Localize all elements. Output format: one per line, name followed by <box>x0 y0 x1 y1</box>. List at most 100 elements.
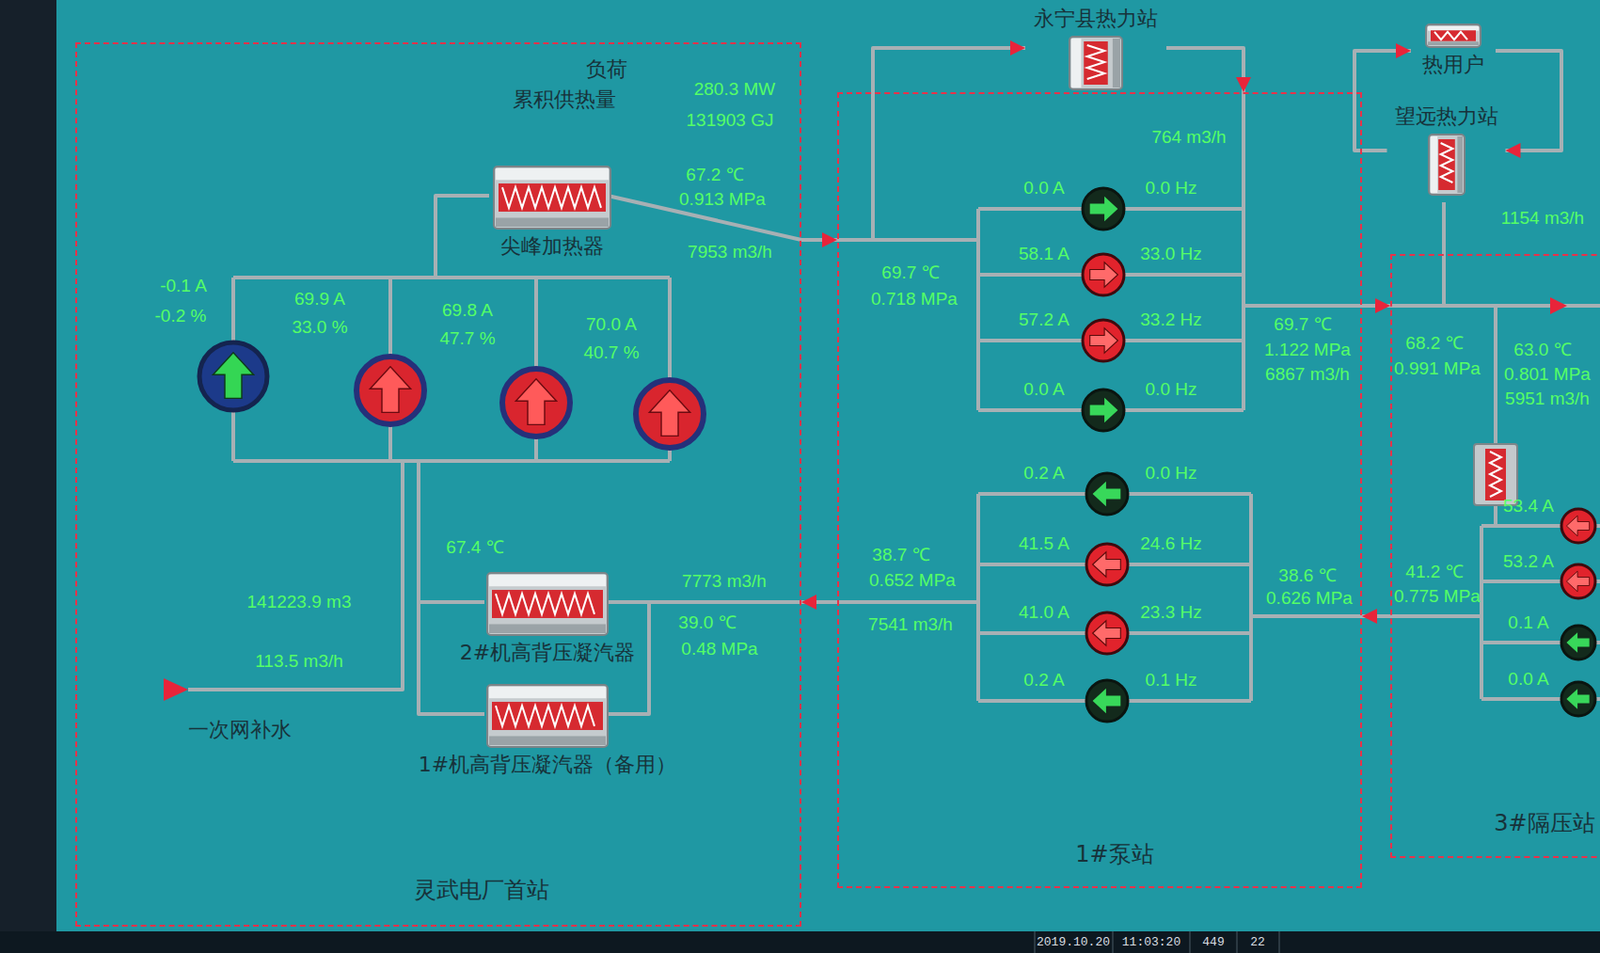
pump-symbol <box>1086 543 1128 586</box>
pump-symbol <box>1082 319 1125 362</box>
exchanger-core <box>1438 139 1456 191</box>
reading-value: 0.626 MPa <box>1266 587 1353 609</box>
reading-value: 70.0 A <box>586 314 637 335</box>
reading-value: 53.4 A <box>1503 495 1554 517</box>
pump-symbol <box>1561 625 1596 660</box>
flow-arrow <box>1550 297 1568 315</box>
exchanger-core <box>1083 41 1109 85</box>
pipe-connector <box>801 237 838 242</box>
status-bar-dividers <box>1034 931 1280 953</box>
reading-value: 24.6 Hz <box>1140 533 1202 555</box>
reading-value: 0.0 Hz <box>1145 177 1198 199</box>
reading-value: 41.0 A <box>1018 601 1070 623</box>
reading-value: 69.7 ℃ <box>881 262 939 284</box>
exchanger-highlight <box>1427 26 1479 32</box>
reading-value: 23.3 Hz <box>1140 601 1202 623</box>
reading-value: 131903 GJ <box>686 110 775 131</box>
reading-value: 38.6 ℃ <box>1278 565 1336 587</box>
reading-value: 38.7 ℃ <box>871 544 930 566</box>
heat-exchanger-icon <box>1068 35 1124 91</box>
reading-value: 33.0 Hz <box>1140 243 1202 265</box>
exchanger-name: 永宁县热力站 <box>1033 5 1158 32</box>
reading-value: -0.1 A <box>159 275 207 297</box>
pipe-network <box>188 92 1600 714</box>
condenser-pipe <box>418 460 802 714</box>
reading-value: 63.0 ℃ <box>1513 339 1571 361</box>
exchanger-shell <box>493 166 611 229</box>
station-region: 1#泵站 <box>837 92 1363 888</box>
status-text: 11:03:20 <box>1122 934 1181 951</box>
reading-value: 764 m3/h <box>1151 126 1226 148</box>
pipe-connector <box>1495 50 1562 151</box>
heat-exchanger-symbol <box>1473 443 1518 506</box>
station-name: 灵武电厂首站 <box>413 875 550 904</box>
reading-value: 40.7 % <box>583 342 639 364</box>
heat-exchanger-node: 永宁县热力站 <box>1025 3 1167 93</box>
station-name: 3#隔压站 <box>1493 808 1595 838</box>
exchanger-name: 2#机高背压凝汽器 <box>459 639 635 666</box>
pump-header-pipe <box>233 277 670 461</box>
pump-symbol <box>1082 188 1125 230</box>
status-bar <box>0 931 1600 953</box>
status-text: 22 <box>1250 934 1266 951</box>
reading-value: -0.2 % <box>155 305 207 327</box>
caption-text: 负荷 <box>586 57 628 82</box>
caption-text: 累积供热量 <box>512 87 617 112</box>
reading-value: 33.2 Hz <box>1140 309 1202 331</box>
exchanger-shell <box>487 684 608 747</box>
reading-value: 0.2 A <box>1023 462 1064 484</box>
pump-symbol <box>1561 681 1596 716</box>
reading-value: 0.0 A <box>1507 668 1549 690</box>
reading-value: 0.1 A <box>1507 612 1549 634</box>
reading-value: 53.2 A <box>1503 551 1554 572</box>
station-region: 3#隔压站 <box>1390 253 1600 858</box>
status-text: 449 <box>1202 934 1224 951</box>
exchanger-shade <box>1457 136 1463 193</box>
reading-value: 0.48 MPa <box>681 638 758 660</box>
flow-arrow <box>163 678 189 701</box>
reading-value: 0.0 Hz <box>1145 462 1198 484</box>
heat-exchanger-icon <box>486 683 609 748</box>
reading-value: 113.5 m3/h <box>254 650 344 672</box>
exchanger-coil <box>495 705 595 727</box>
station-region: 灵武电厂首站尖峰加热器2#机高背压凝汽器1#机高背压凝汽器（备用） <box>75 42 802 927</box>
exchanger-highlight <box>489 574 606 587</box>
pipe-connector <box>1362 614 1391 618</box>
pump-symbol <box>1561 508 1596 543</box>
pump-symbol <box>1082 253 1125 296</box>
reading-value: 0.652 MPa <box>869 570 956 591</box>
exchanger-coil <box>1434 31 1468 40</box>
pump-symbol <box>356 356 425 425</box>
reading-value: 5951 m3/h <box>1504 388 1590 410</box>
heat-exchanger-node: 2#机高背压凝汽器 <box>415 569 680 669</box>
station-name: 1#泵站 <box>1075 839 1154 869</box>
exchanger-highlight <box>1071 38 1081 88</box>
reading-value: 41.5 A <box>1018 533 1070 555</box>
exchanger-core <box>491 701 603 730</box>
exchanger-shell <box>1428 134 1465 195</box>
heat-exchanger-node: 望远热力站 <box>1387 95 1506 203</box>
exchanger-shell <box>487 572 608 635</box>
pump-station-pipe <box>837 92 1363 411</box>
exchanger-shade <box>1427 41 1479 46</box>
exchanger-shade <box>489 735 606 745</box>
reading-value: 0.775 MPa <box>1394 586 1481 607</box>
reading-value: 0.0 A <box>1023 177 1064 199</box>
pump-station-pipe <box>837 493 1363 701</box>
pump-symbol <box>635 380 704 448</box>
heater-pipe <box>435 195 802 278</box>
reading-value: 0.2 A <box>1023 669 1064 691</box>
reading-value: 58.1 A <box>1018 243 1070 265</box>
exchanger-core <box>1430 30 1476 41</box>
reading-value: 6867 m3/h <box>1265 364 1350 385</box>
reading-value: 39.0 ℃ <box>678 612 736 634</box>
pipe-connector <box>1166 47 1244 93</box>
pipe-connector <box>1362 303 1391 308</box>
exchanger-coil <box>1087 45 1106 80</box>
heat-exchanger-icon <box>486 571 609 636</box>
heat-exchanger-icon <box>492 165 612 230</box>
pump-symbol <box>199 342 268 411</box>
exchanger-shade <box>495 217 609 227</box>
reading-value: 0.991 MPa <box>1394 358 1481 380</box>
